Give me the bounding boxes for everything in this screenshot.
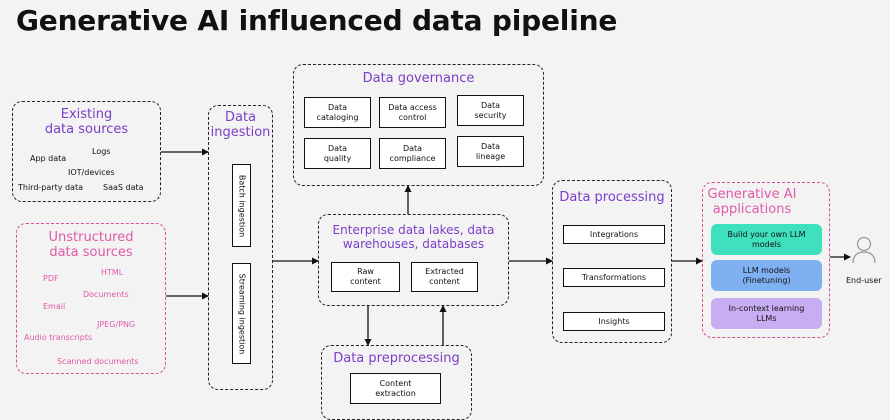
data-processing-heading: Data processing <box>559 190 665 205</box>
governance-data-compliance: Data compliance <box>379 138 446 169</box>
source-saas-data: SaaS data <box>103 183 144 192</box>
genai-applications-heading: Generative AI applications <box>707 187 797 217</box>
unstructured-jpeg-png: JPEG/PNG <box>97 320 136 329</box>
source-logs: Logs <box>92 147 111 156</box>
content-extraction-box: Content extraction <box>350 373 441 404</box>
batch-ingestion-box: Batch ingestion <box>232 164 251 247</box>
existing-data-sources-panel <box>12 101 161 202</box>
streaming-ingestion-box: Streaming ingestion <box>232 263 251 364</box>
unstructured-documents: Documents <box>83 290 129 299</box>
governance-data-security: Data security <box>457 95 524 126</box>
processing-integrations: Integrations <box>563 225 665 244</box>
source-iot-devices: IOT/devices <box>68 168 115 177</box>
processing-insights: Insights <box>563 312 665 331</box>
governance-data-cataloging: Data cataloging <box>304 97 371 128</box>
data-governance-panel <box>293 64 544 186</box>
governance-data-quality: Data quality <box>304 138 371 169</box>
data-preprocessing-heading: Data preprocessing <box>333 351 460 366</box>
unstructured-email: Email <box>43 302 66 311</box>
governance-data-access-control: Data access control <box>379 97 446 128</box>
genai-build-own-llm: Build your own LLM models <box>711 224 822 255</box>
raw-content-box: Raw content <box>331 262 400 292</box>
genai-in-context-learning: In-context learning LLMs <box>711 298 822 329</box>
unstructured-html: HTML <box>101 268 124 277</box>
extracted-content-box: Extracted content <box>411 262 478 292</box>
page-title: Generative AI influenced data pipeline <box>16 4 618 37</box>
unstructured-audio-transcripts: Audio transcripts <box>24 333 93 342</box>
genai-llm-finetuning: LLM models (Finetuning) <box>711 260 822 291</box>
unstructured-data-sources-heading: Unstructured data sources <box>48 230 134 260</box>
unstructured-data-sources-panel <box>16 223 166 374</box>
enterprise-data-lakes-heading: Enterprise data lakes, data warehouses, … <box>332 223 495 251</box>
unstructured-pdf: PDF <box>43 274 59 283</box>
source-third-party-data: Third-party data <box>18 183 83 192</box>
data-ingestion-heading: Data ingestion <box>210 110 271 140</box>
end-user-label: End-user <box>846 276 882 285</box>
data-ingestion-panel <box>208 105 273 390</box>
processing-transformations: Transformations <box>563 268 665 287</box>
governance-data-lineage: Data lineage <box>457 136 524 167</box>
existing-data-sources-heading: Existing data sources <box>44 107 129 137</box>
end-user-icon <box>852 236 876 264</box>
unstructured-scanned-documents: Scanned documents <box>57 357 139 366</box>
source-app-data: App data <box>30 154 67 163</box>
data-governance-heading: Data governance <box>362 71 475 86</box>
